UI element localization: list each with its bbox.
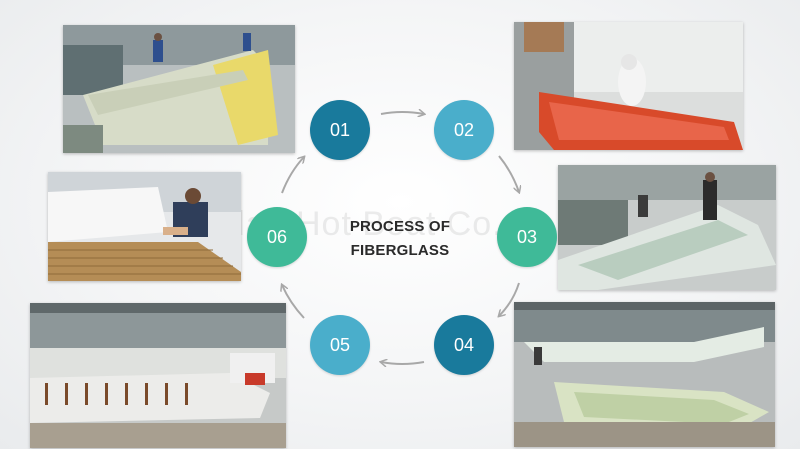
arrow-02-03 — [498, 155, 519, 192]
photo-frame-construction — [30, 303, 286, 448]
photo-deck-finishing — [48, 172, 241, 281]
title-line-2: FIBERGLASS — [350, 242, 450, 259]
photo-spray-painting — [514, 22, 743, 150]
photo-hull-lamination — [558, 165, 776, 290]
step-02-label: 02 — [453, 119, 475, 140]
step-04-label: 04 — [453, 334, 475, 355]
step-03-label: 03 — [516, 226, 538, 247]
step-06-label: 06 — [266, 226, 288, 247]
diagram-title: PROCESS OF FIBERGLASS — [300, 215, 500, 263]
photo-hull-assembly — [514, 302, 775, 447]
title-line-1: PROCESS OF — [349, 218, 451, 235]
photo-mold-workers — [63, 25, 295, 153]
step-06-circle: 06 — [247, 207, 307, 267]
step-03-circle: 03 — [497, 207, 557, 267]
step-01-circle: 01 — [310, 100, 370, 160]
step-05-label: 05 — [329, 334, 351, 355]
step-05-circle: 05 — [310, 315, 370, 375]
arrow-01-02 — [380, 112, 424, 114]
arrow-03-04 — [499, 282, 520, 316]
step-04-circle: 04 — [434, 315, 494, 375]
step-02-circle: 02 — [434, 100, 494, 160]
arrow-04-05 — [381, 362, 425, 364]
arrow-05-06 — [282, 285, 305, 319]
arrow-06-01 — [281, 157, 304, 194]
step-01-label: 01 — [329, 119, 351, 140]
